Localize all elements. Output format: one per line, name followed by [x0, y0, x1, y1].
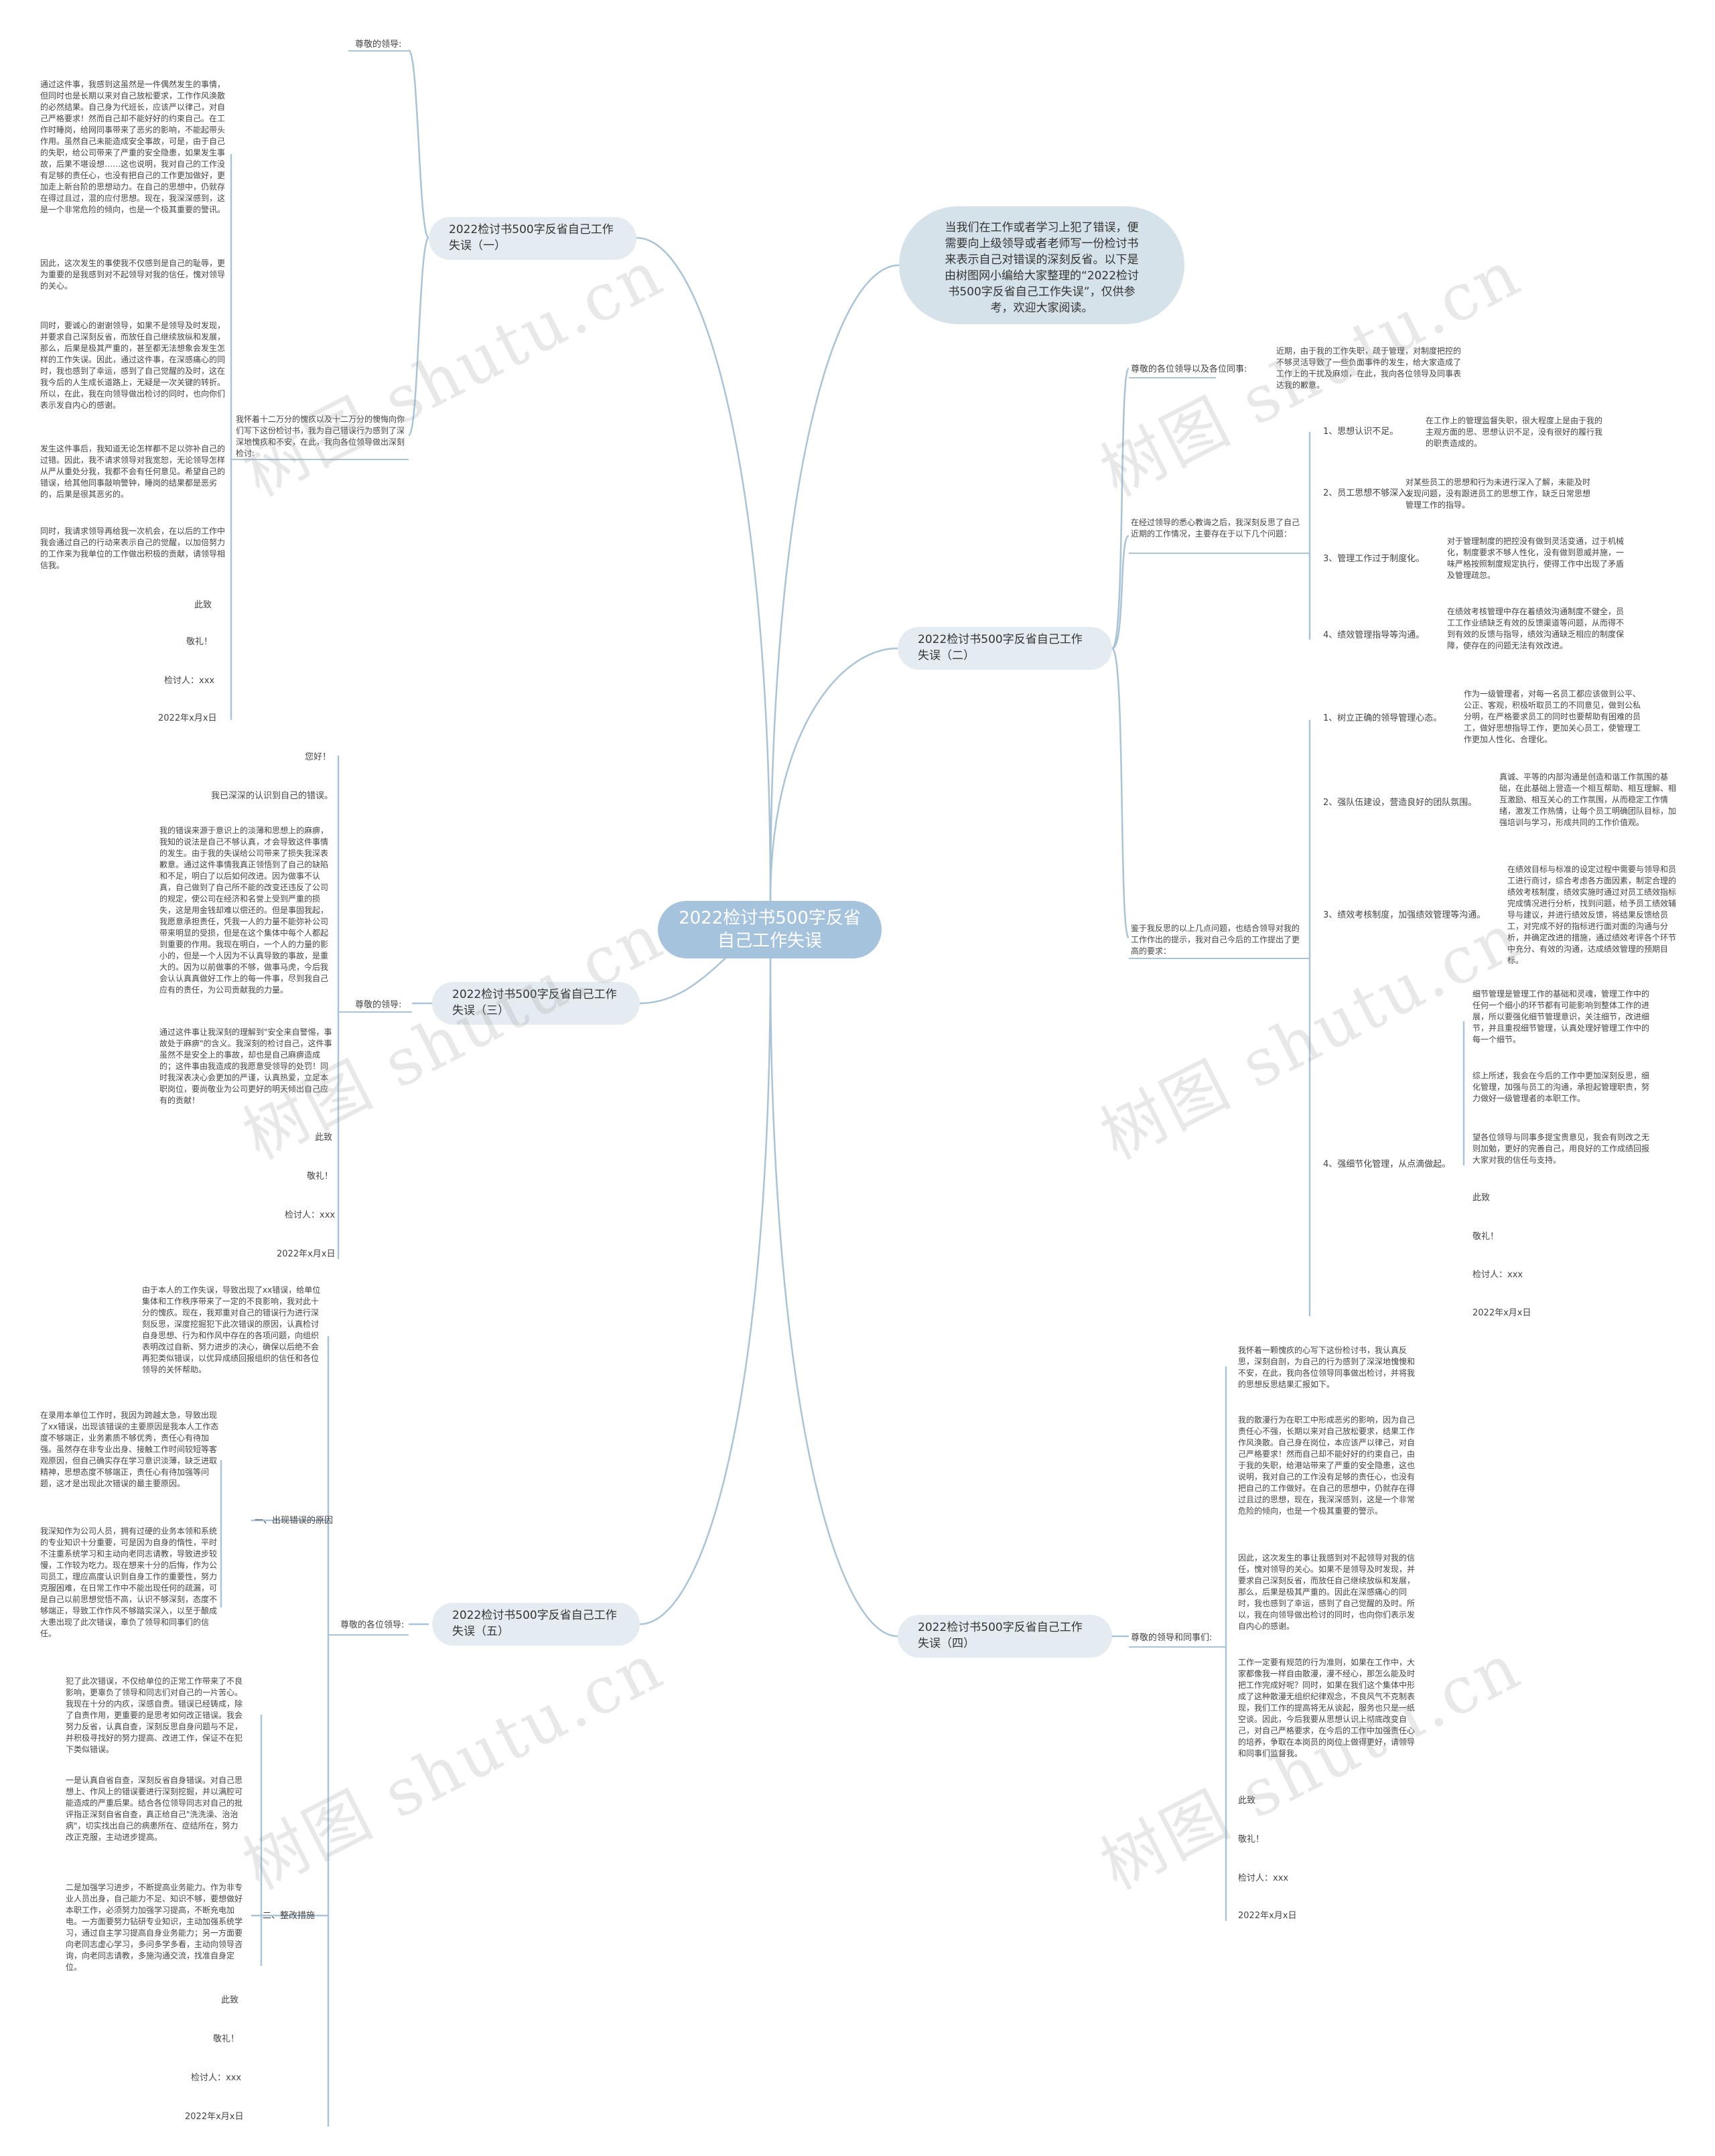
b5-measure-1: 犯了此次错误，不仅给单位的正常工作带来了不良影响，更辜负了领导和同志们对自己的一…: [66, 1676, 243, 1754]
branch-3[interactable]: 2022检讨书500字反省自己工作失误（三）: [432, 982, 640, 1025]
b5-end-3: 检讨人：xxx: [191, 2073, 242, 2083]
branch-2[interactable]: 2022检讨书500字反省自己工作失误（二）: [898, 627, 1112, 670]
b1-p5: 同时，我请求领导再给我一次机会，在以后的工作中我会通过自己的行动来表示自己的觉醒…: [40, 526, 226, 570]
intro-node[interactable]: 当我们在工作或者学习上犯了错误，便需要向上级领导或者老师写一份检讨书来表示自己对…: [899, 206, 1184, 324]
b3-p2: 通过这件事让我深刻的理解到"安全来自警惕，事故处于麻痹"的含义。我深刻的检讨自己…: [159, 1027, 332, 1105]
b1-end-1: 此致: [194, 600, 212, 610]
underline: [1129, 377, 1216, 378]
b4-p1: 我怀着一颗愧疚的心写下这份检讨书，我认真反思，深刻自剖，为自己的行为感到了深深地…: [1238, 1346, 1416, 1389]
b2-end-4: 2022年x月x日: [1472, 1308, 1531, 1318]
b5-section-1: 一、出现错误的原因: [255, 1516, 334, 1526]
underline: [231, 459, 409, 460]
b5-reason-1: 在录用本单位工作时，我因为跨越太急，导致出现了xx错误，出现该错误的主要原因是我…: [40, 1411, 219, 1488]
b2-reflect: 鉴于我反思的以上几点问题，也结合领导对我的工作作出的提示，我对自己今后的工作提出…: [1131, 924, 1300, 956]
underline: [348, 50, 409, 52]
underline: [1129, 553, 1310, 554]
b2-text-2: 对某些员工的思想和行为未进行深入了解，未能及时发现问题，没有跟进员工的思想工作，…: [1405, 478, 1591, 510]
link-b5: [639, 958, 772, 1626]
b3-end-4: 2022年x月x日: [277, 1249, 336, 1259]
b5-end-1: 此致: [221, 1995, 239, 2005]
b2-text-4: 在绩效考核管理中存在着绩效沟通制度不健全，员工工作业绩缺乏有效的反馈渠道等问题，…: [1447, 607, 1625, 650]
b1-p1: 通过这件事，我感到这虽然是一件偶然发生的事情，但同时也是长期以来对自己放松要求，…: [40, 80, 226, 214]
b3-end-2: 敬礼！: [307, 1171, 334, 1181]
underline: [338, 1011, 412, 1013]
b2-req-4: 4、强细节化管理，从点滴做起。: [1323, 1159, 1451, 1169]
b5-end-4: 2022年x月x日: [185, 2112, 244, 2122]
b2-review: 在经过领导的悉心教诲之后，我深刻反思了自己近期的工作情况，主要存在于以下几个问题…: [1131, 518, 1300, 538]
link-b2-sal: [1111, 367, 1130, 650]
branch-4[interactable]: 2022检讨书500字反省自己工作失误（四）: [898, 1615, 1112, 1658]
b2-req-2: 2、强队伍建设，营造良好的团队氛围。: [1323, 798, 1477, 808]
b1-p2: 因此，这次发生的事使我不仅感到是自己的耻辱，更为重要的是我感到对不起领导对我的信…: [40, 259, 226, 291]
b2-req-text-4a: 细节管理是管理工作的基础和灵魂，管理工作中的任何一个细小的环节都有可能影响到整体…: [1472, 989, 1650, 1044]
b4-end-3: 检讨人：xxx: [1238, 1873, 1289, 1883]
b2-end-2: 敬礼！: [1472, 1232, 1499, 1242]
b1-end-2: 敬礼！: [186, 637, 213, 647]
b2-req-text-3: 在绩效目标与标准的设定过程中需要与领导和员工进行商讨，综合考虑各方面因素，制定合…: [1507, 865, 1677, 965]
b3-greeting: 您好！: [305, 752, 332, 762]
b4-end-2: 敬礼！: [1238, 1835, 1265, 1845]
link-b1-lead: [407, 236, 430, 437]
b2-end-1: 此致: [1472, 1193, 1491, 1203]
b2-req-text-4b: 综上所述，我会在今后的工作中更加深刻反思，细化管理，加强与员工的沟通，承担起管理…: [1472, 1071, 1650, 1103]
link-b1: [636, 236, 772, 902]
underline: [1129, 1646, 1226, 1648]
b2-item-4: 4、绩效管理指导等沟通。: [1323, 630, 1425, 640]
b4-salutation: 尊敬的领导和同事们:: [1131, 1633, 1213, 1643]
b5-salutation: 尊敬的各位领导:: [340, 1620, 405, 1630]
b4-p2: 我的散漫行为在职工中形成恶劣的影响，因为自己责任心不强，长期以来对自己放松要求，…: [1238, 1415, 1416, 1516]
b2-item-1: 1、思想认识不足。: [1323, 427, 1399, 437]
b2-opening: 近期，由于我的工作失职，疏于管理，对制度把控的不够灵活导致了一些负面事件的发生，…: [1276, 346, 1462, 390]
branch-5[interactable]: 2022检讨书500字反省自己工作失误（五）: [432, 1603, 640, 1646]
b4-end-1: 此致: [1238, 1796, 1256, 1806]
link-b4: [769, 958, 898, 1638]
b3-p1: 我的错误来源于意识上的淡薄和思想上的麻痹，我知的说法是自己不够认真，才会导致这件…: [159, 826, 329, 995]
b5-end-2: 敬礼！: [213, 2034, 240, 2044]
b4-end-4: 2022年x月x日: [1238, 1911, 1297, 1921]
link-b2: [769, 647, 898, 902]
b4-p4: 工作一定要有规范的行为准则，如果在工作中，大家都像我一样自由散漫，漫不经心，那怎…: [1238, 1658, 1416, 1758]
b1-lead: 我怀着十二万分的愧疚以及十二万分的懊悔向你们写下这份检讨书，我为自己错误行为感到…: [236, 415, 405, 458]
link-intro: [769, 264, 900, 902]
b2-end-3: 检讨人：xxx: [1472, 1270, 1523, 1280]
central-topic[interactable]: 2022检讨书500字反省自己工作失误: [658, 901, 882, 958]
b5-reason-2: 我深知作为公司人员，拥有过硬的业务本领和系统的专业知识十分重要，可是因为自身的惰…: [40, 1526, 218, 1638]
b1-end-3: 检讨人：xxx: [164, 676, 215, 686]
b2-text-1: 在工作上的管理监督失职，很大程度上是由于我的主观方面的思、思想认识不足，没有很好…: [1426, 416, 1603, 448]
b5-measure-3: 二是加强学习进步，不断提高业务能力。作为非专业人员出身，自己能力不足、知识不够，…: [66, 1883, 243, 1972]
b1-p4: 发生这件事后，我知道无论怎样都不足以弥补自己的过错。因此，我不请求领导对我宽恕，…: [40, 444, 226, 499]
b2-req-text-1: 作为一级管理者，对每一名员工都应该做到公平、公正、客观，积极听取员工的不同意见，…: [1464, 689, 1641, 744]
b4-p3: 因此，这次发生的事让我感到对不起领导对我的信任，愧对领导的关心。如果不是领导及时…: [1238, 1553, 1416, 1631]
b5-section-2: 二、整改措施: [263, 1911, 316, 1921]
link-b2-reflect: [1111, 647, 1130, 939]
link-b2-review: [1111, 534, 1130, 650]
b2-req-text-4c: 望各位领导与同事多提宝贵意见，我会有则改之无则加勉，更好的完善自己，用良好的工作…: [1472, 1133, 1650, 1165]
b2-req-1: 1、树立正确的领导管理心态。: [1323, 713, 1442, 723]
b3-awareness: 我已深深的认识到自己的错误。: [211, 791, 334, 801]
b2-item-3: 3、管理工作过于制度化。: [1323, 554, 1425, 564]
b5-measure-2: 一是认真自省自查，深刻反省自身错误。对自己思想上、作风上的错误要进行深刻挖掘，并…: [66, 1776, 243, 1842]
branch-1[interactable]: 2022检讨书500字反省自己工作失误（一）: [429, 217, 636, 260]
b3-end-1: 此致: [315, 1133, 333, 1143]
b2-salutation: 尊敬的各位领导以及各位同事:: [1131, 364, 1247, 374]
b2-req-text-2: 真诚、平等的内部沟通是创造和谐工作氛围的基础，在此基础上营造一个相互帮助、相互理…: [1499, 772, 1677, 827]
b2-req-3: 3、绩效考核制度，加强绩效管理等沟通。: [1323, 910, 1486, 920]
underline: [1129, 958, 1310, 959]
b3-end-3: 检讨人：xxx: [285, 1210, 336, 1220]
underline: [328, 1634, 409, 1636]
b1-p3: 同时，要诚心的谢谢领导，如果不是领导及时发现，并要求自己深刻反省，而放任自己继续…: [40, 321, 226, 410]
b1-salutation: 尊敬的领导:: [355, 40, 402, 50]
b3-salutation: 尊敬的领导:: [355, 1000, 402, 1010]
b1-end-4: 2022年x月x日: [158, 713, 217, 723]
b2-item-2: 2、员工思想不够深入。: [1323, 488, 1416, 498]
b5-p0: 由于本人的工作失误，导致出现了xx错误，给单位集体和工作秩序带来了一定的不良影响…: [142, 1285, 321, 1374]
link-b1-sal: [407, 49, 430, 239]
b2-text-3: 对于管理制度的把控没有做到灵活变通，过于机械化，制度要求不够人性化，没有做到恩威…: [1447, 536, 1625, 580]
